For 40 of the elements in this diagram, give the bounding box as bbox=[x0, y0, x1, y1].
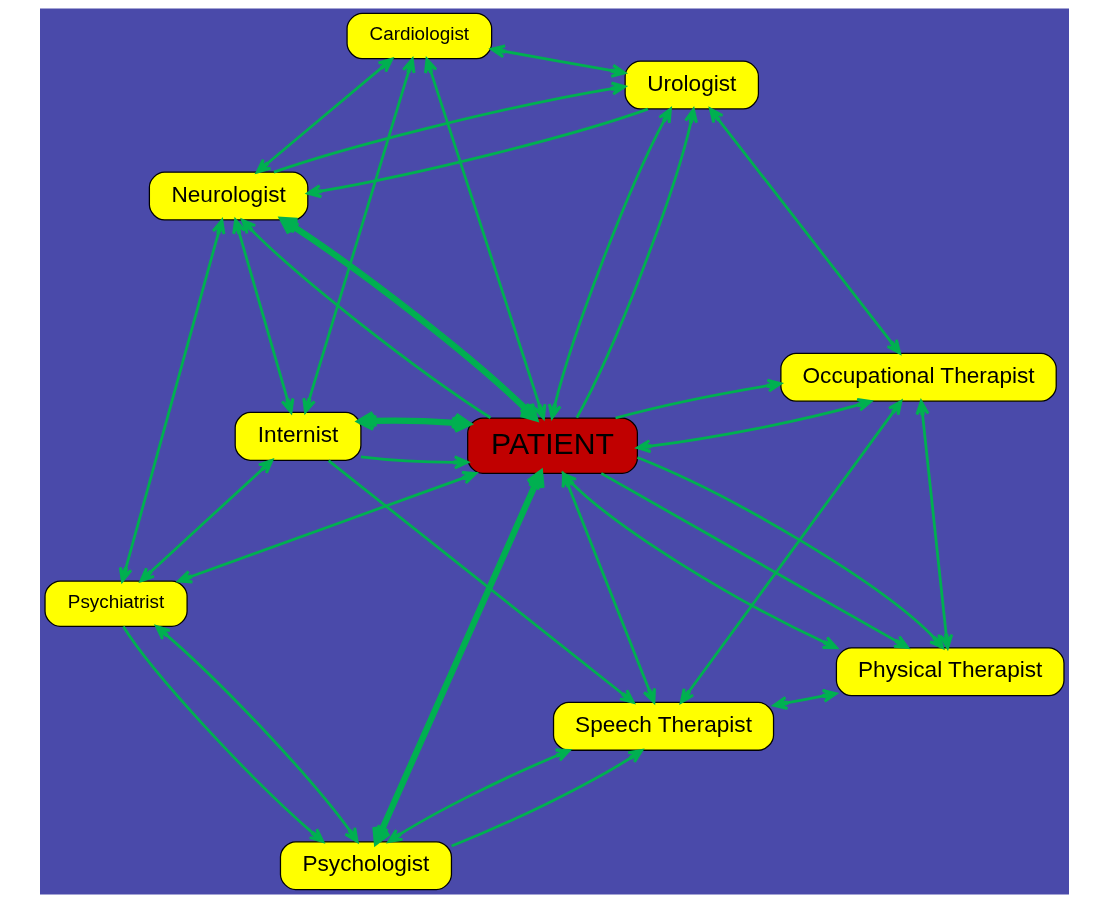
arrow bbox=[155, 625, 359, 843]
arrow bbox=[547, 107, 672, 420]
node-box: Psychiatrist bbox=[44, 580, 188, 627]
arrow bbox=[302, 57, 416, 414]
arrow bbox=[232, 218, 295, 414]
arrow bbox=[451, 748, 644, 848]
node-box: PATIENT bbox=[467, 417, 638, 474]
node-box: Cardiologist bbox=[346, 12, 493, 60]
node-box: Physical Therapist bbox=[835, 647, 1065, 697]
node-box: Psychologist bbox=[279, 841, 453, 891]
arrow bbox=[915, 400, 954, 650]
arrow bbox=[636, 398, 873, 454]
node-box: Urologist bbox=[624, 60, 760, 110]
arrow bbox=[679, 399, 903, 704]
arrow bbox=[139, 458, 274, 583]
arrow bbox=[279, 216, 538, 422]
arrow bbox=[255, 57, 394, 174]
node-box: Neurologist bbox=[148, 171, 309, 221]
node-box: Speech Therapist bbox=[552, 701, 775, 751]
arrow bbox=[273, 81, 627, 174]
arrow bbox=[122, 625, 325, 843]
arrow bbox=[575, 107, 698, 419]
node-box: Internist bbox=[234, 411, 362, 461]
arrow bbox=[306, 107, 649, 199]
arrow bbox=[708, 107, 902, 355]
arrow bbox=[615, 378, 783, 420]
node-box: Occupational Therapist bbox=[780, 352, 1057, 402]
arrow bbox=[241, 218, 492, 419]
arrow bbox=[372, 470, 545, 845]
arrow bbox=[118, 218, 226, 583]
arrow bbox=[327, 459, 635, 704]
arrow bbox=[636, 456, 945, 650]
arrow bbox=[360, 455, 469, 470]
arrow bbox=[772, 688, 838, 710]
arrow bbox=[490, 44, 627, 78]
arrow bbox=[177, 471, 478, 584]
arrow bbox=[357, 410, 471, 433]
arrow bbox=[424, 57, 547, 420]
arrow bbox=[387, 748, 571, 843]
arrow bbox=[600, 472, 910, 650]
